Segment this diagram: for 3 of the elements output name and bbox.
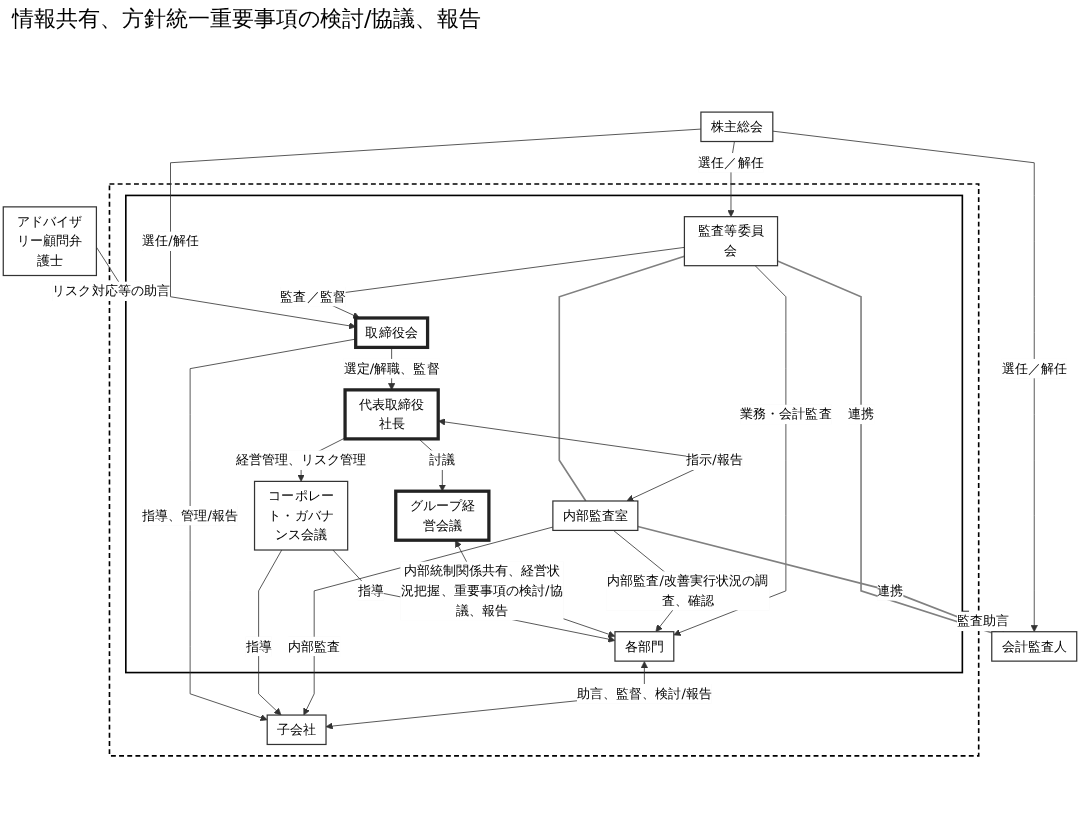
connector <box>776 260 993 634</box>
note-text: 情報共有、方針統一重要事項の検討/協議、報告 <box>12 4 484 34</box>
connector <box>558 255 686 502</box>
